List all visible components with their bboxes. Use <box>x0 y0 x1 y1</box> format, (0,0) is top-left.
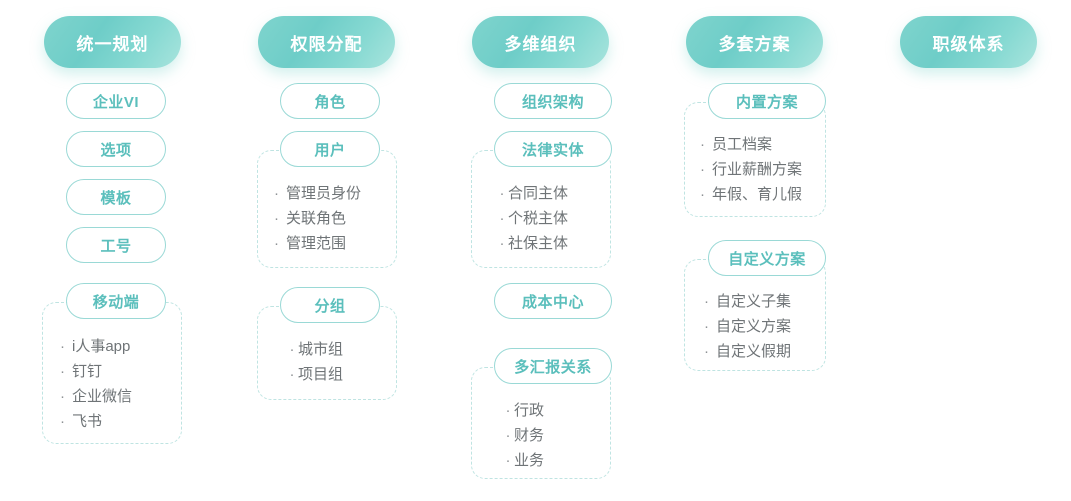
category-pill[interactable]: 模板 <box>66 179 166 215</box>
list-item-label: 城市组 <box>298 341 344 358</box>
list-item-label: 自定义子集 <box>716 293 792 310</box>
bullet-icon: · <box>274 235 279 252</box>
bullet-icon: · <box>60 363 65 380</box>
detail-list: · i人事app · 钉钉 · 企业微信 · 飞书 <box>60 334 132 434</box>
detail-list: · 自定义子集 · 自定义方案 · 自定义假期 <box>704 289 791 364</box>
bullet-icon: · <box>505 402 511 419</box>
category-pill[interactable]: 角色 <box>280 83 380 119</box>
column-header-pill[interactable]: 多套方案 <box>686 16 823 68</box>
category-pill[interactable]: 多汇报关系 <box>494 348 612 384</box>
bullet-icon: · <box>60 388 65 405</box>
bullet-icon: · <box>704 343 709 360</box>
list-item: · 管理范围 <box>274 231 361 256</box>
diagram-column-4: 多套方案内置方案自定义方案 · 员工档案 · 行业薪酬方案 · 年假、育儿假 · 自定义子集 · 自… <box>684 0 886 501</box>
category-pill[interactable]: 工号 <box>66 227 166 263</box>
detail-list: ·城市组·项目组 <box>286 337 344 387</box>
list-item-label: 行政 <box>514 402 545 419</box>
list-item: · 企业微信 <box>60 384 132 409</box>
list-item: ·城市组 <box>286 337 344 362</box>
list-item: ·合同主体 <box>496 181 569 206</box>
column-header-pill[interactable]: 权限分配 <box>258 16 395 68</box>
bullet-icon: · <box>289 341 295 358</box>
list-item-label: 社保主体 <box>508 235 569 252</box>
list-item: · 自定义假期 <box>704 339 791 364</box>
list-item: ·个税主体 <box>496 206 569 231</box>
diagram-column-3: 多维组织组织架构法律实体成本中心多汇报关系·合同主体·个税主体·社保主体·行政·… <box>471 0 672 501</box>
list-item: ·业务 <box>502 448 545 473</box>
list-item: ·社保主体 <box>496 231 569 256</box>
list-item-label: 业务 <box>514 452 545 469</box>
detail-list: · 管理员身份 · 关联角色 · 管理范围 <box>274 181 361 256</box>
bullet-icon: · <box>505 427 511 444</box>
list-item: ·财务 <box>502 423 545 448</box>
column-header-pill[interactable]: 统一规划 <box>44 16 181 68</box>
category-pill[interactable]: 选项 <box>66 131 166 167</box>
bullet-icon: · <box>60 338 65 355</box>
detail-list: ·合同主体·个税主体·社保主体 <box>496 181 569 256</box>
list-item-label: i人事app <box>72 338 131 355</box>
category-pill[interactable]: 成本中心 <box>494 283 612 319</box>
list-item-label: 企业微信 <box>72 388 133 405</box>
list-item-label: 管理员身份 <box>286 185 362 202</box>
bullet-icon: · <box>499 235 505 252</box>
bullet-icon: · <box>499 185 505 202</box>
list-item: ·行政 <box>502 398 545 423</box>
bullet-icon: · <box>274 185 279 202</box>
list-item-label: 管理范围 <box>286 235 347 252</box>
bullet-icon: · <box>274 210 279 227</box>
bullet-icon: · <box>700 161 705 178</box>
category-pill[interactable]: 用户 <box>280 131 380 167</box>
list-item-label: 自定义假期 <box>716 343 792 360</box>
list-item-label: 财务 <box>514 427 545 444</box>
bullet-icon: · <box>289 366 295 383</box>
column-header-pill[interactable]: 职级体系 <box>900 16 1037 68</box>
bullet-icon: · <box>505 452 511 469</box>
bullet-icon: · <box>700 136 705 153</box>
detail-list: · 员工档案 · 行业薪酬方案 · 年假、育儿假 <box>700 132 802 207</box>
list-item-label: 项目组 <box>298 366 344 383</box>
list-item: · 自定义子集 <box>704 289 791 314</box>
list-item-label: 行业薪酬方案 <box>712 161 803 178</box>
bullet-icon: · <box>704 318 709 335</box>
category-pill[interactable]: 法律实体 <box>494 131 612 167</box>
list-item-label: 合同主体 <box>508 185 569 202</box>
list-item: · 员工档案 <box>700 132 802 157</box>
list-item: · 钉钉 <box>60 359 132 384</box>
category-pill[interactable]: 组织架构 <box>494 83 612 119</box>
diagram-column-1: 统一规划企业VI 选项模板工号移动端 · i人事app · 钉钉 · 企业微信 · 飞书 <box>42 0 244 501</box>
category-pill[interactable]: 自定义方案 <box>708 240 826 276</box>
list-item-label: 关联角色 <box>286 210 347 227</box>
bullet-icon: · <box>499 210 505 227</box>
list-item-label: 自定义方案 <box>716 318 792 335</box>
list-item: · i人事app <box>60 334 132 359</box>
category-pill[interactable]: 移动端 <box>66 283 166 319</box>
list-item-label: 员工档案 <box>712 136 773 153</box>
category-pill[interactable]: 分组 <box>280 287 380 323</box>
list-item: · 年假、育儿假 <box>700 182 802 207</box>
bullet-icon: · <box>704 293 709 310</box>
diagram-column-2: 权限分配角色用户分组·管理员身份·关联角色·管理范围·城市组·项目组 <box>257 0 458 501</box>
list-item-label: 飞书 <box>72 413 103 430</box>
bullet-icon: · <box>60 413 65 430</box>
column-header-pill[interactable]: 多维组织 <box>472 16 609 68</box>
bullet-icon: · <box>700 186 705 203</box>
list-item-label: 钉钉 <box>72 363 103 380</box>
list-item: · 管理员身份 <box>274 181 361 206</box>
diagram-column-5: 职级体系 <box>900 0 1071 501</box>
list-item: · 自定义方案 <box>704 314 791 339</box>
detail-list: ·行政·财务·业务 <box>502 398 545 473</box>
list-item: ·项目组 <box>286 362 344 387</box>
list-item: · 飞书 <box>60 409 132 434</box>
category-pill[interactable]: 内置方案 <box>708 83 826 119</box>
list-item: · 关联角色 <box>274 206 361 231</box>
list-item-label: 年假、育儿假 <box>712 186 803 203</box>
category-pill[interactable]: 企业VI <box>66 83 166 119</box>
list-item-label: 个税主体 <box>508 210 569 227</box>
list-item: · 行业薪酬方案 <box>700 157 802 182</box>
